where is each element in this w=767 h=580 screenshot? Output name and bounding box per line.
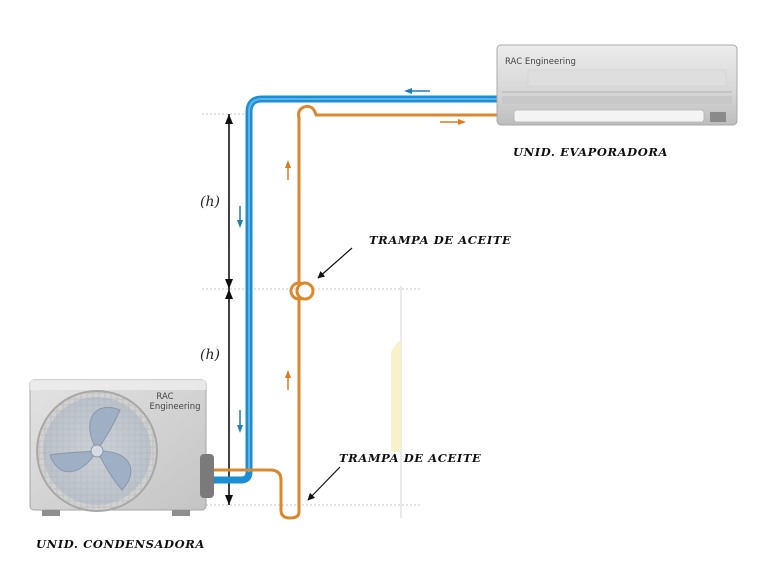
flow-arrow-orange-top <box>440 119 466 125</box>
dimension-upper <box>225 114 233 289</box>
fan-blades-icon <box>49 406 132 491</box>
flow-arrow-blue-top <box>404 88 430 94</box>
oil-trap-label-lower: TRAMPA DE ACEITE <box>339 451 481 465</box>
callout-lower <box>307 466 341 501</box>
wall-highlight <box>391 340 401 452</box>
evaporator-label: UNID. EVAPORADORA <box>513 145 668 159</box>
level-guides <box>202 113 420 506</box>
condenser-unit: RAC Engineering <box>29 379 214 516</box>
height-label-upper: (h) <box>200 194 220 210</box>
liquid-line-highlight <box>248 98 498 472</box>
flow-arrow-blue-lower <box>237 410 243 433</box>
flow-arrow-blue-upper <box>237 206 243 228</box>
evaporator-unit: RAC Engineering <box>496 44 738 126</box>
dimension-lower <box>225 289 233 505</box>
evaporator-brand: RAC Engineering <box>505 57 576 67</box>
flow-arrow-orange-upper <box>285 160 291 180</box>
height-label-lower: (h) <box>200 347 220 363</box>
flow-arrow-orange-lower <box>285 370 291 390</box>
oil-trap-label-upper: TRAMPA DE ACEITE <box>369 233 511 247</box>
service-valves <box>200 454 214 498</box>
condenser-label: UNID. CONDENSADORA <box>36 537 205 551</box>
oil-trap-upper <box>295 281 315 301</box>
condenser-brand-line2: Engineering <box>150 402 201 412</box>
callout-upper <box>317 247 353 279</box>
condenser-brand-line1: RAC <box>156 392 173 402</box>
